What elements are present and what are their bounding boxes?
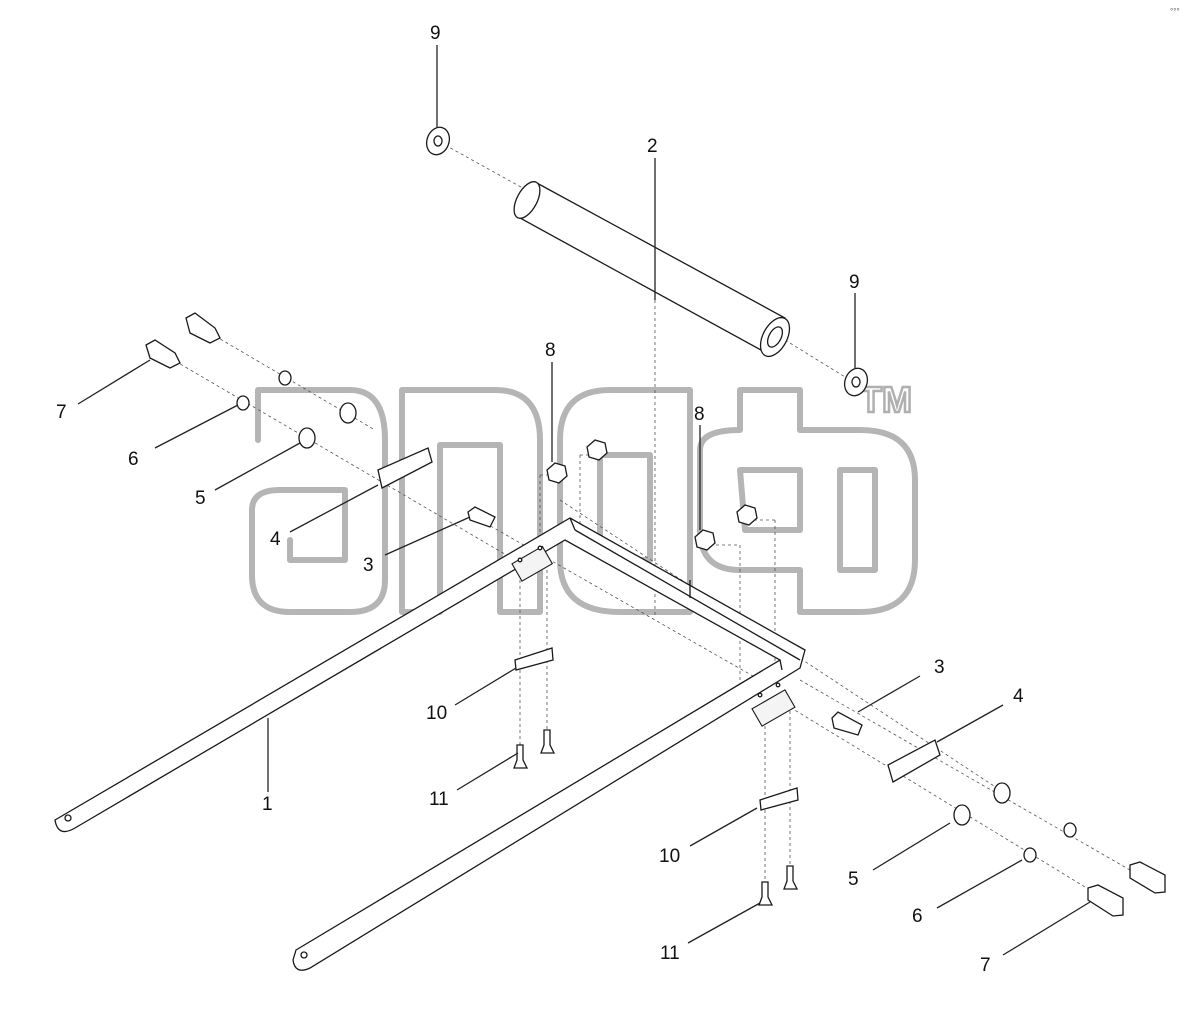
callout-11-left: 11 — [429, 789, 449, 810]
callout-8-right: 8 — [694, 404, 705, 425]
callout-3-right: 3 — [934, 657, 945, 678]
callout-11-right: 11 — [660, 943, 680, 964]
callout-6-left: 6 — [128, 449, 139, 470]
left-hardware — [145, 312, 496, 528]
callout-5-left: 5 — [195, 488, 206, 509]
callout-9-right: 9 — [849, 272, 860, 293]
washer-9-right — [843, 367, 869, 397]
washer-9-top — [425, 126, 451, 156]
callout-4-right: 4 — [1013, 686, 1024, 707]
callout-4-left: 4 — [270, 529, 281, 550]
assembly-lines — [169, 144, 1131, 891]
watermark-tm: TM — [860, 379, 912, 420]
callout-8-left: 8 — [545, 340, 556, 361]
callout-10-left: 10 — [426, 703, 447, 724]
callout-5-right: 5 — [848, 869, 859, 890]
roller — [513, 181, 791, 358]
u-frame — [54, 517, 806, 971]
callout-9-top: 9 — [430, 23, 441, 44]
nuts-8 — [546, 439, 758, 551]
plates-and-screws — [513, 647, 799, 906]
leader-lines — [77, 45, 1091, 956]
callout-7-left: 7 — [56, 402, 67, 423]
callout-labels: 9 2 9 8 8 7 6 5 4 3 3 4 10 11 1 10 11 5 … — [56, 23, 1024, 976]
callout-6-right: 6 — [912, 906, 923, 927]
right-hardware — [831, 711, 1166, 917]
callout-2: 2 — [647, 136, 658, 157]
callout-10-right: 10 — [659, 846, 680, 867]
corner-mark: °°° — [1170, 7, 1180, 16]
callout-1: 1 — [262, 794, 273, 815]
callout-7-right: 7 — [980, 955, 991, 976]
callout-3-left: 3 — [363, 555, 374, 576]
